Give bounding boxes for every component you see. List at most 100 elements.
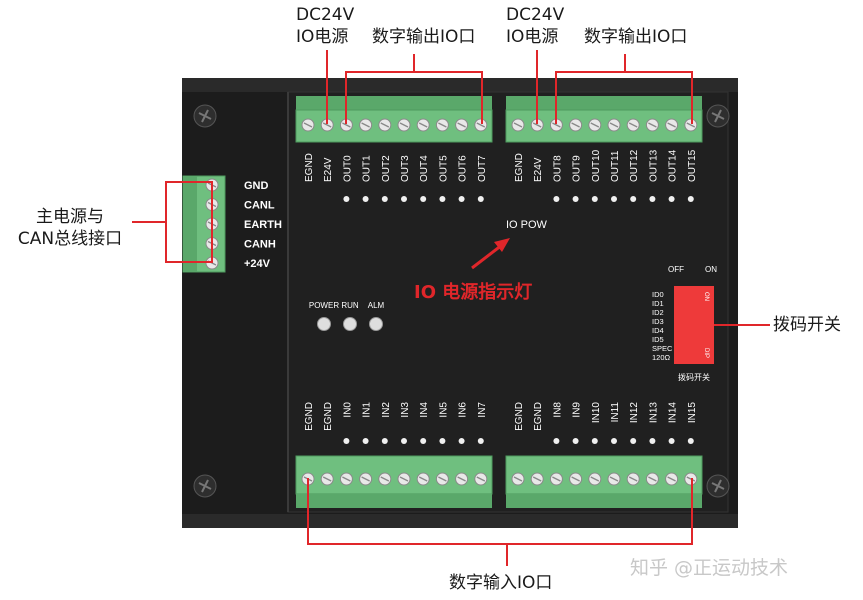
io-led (649, 438, 656, 444)
io-led (401, 438, 407, 444)
pin-label: OUT15 (687, 149, 698, 182)
io-led (458, 438, 465, 444)
screw-slot-icon (457, 122, 466, 128)
dip-row-label: 120Ω (652, 353, 671, 362)
pin-label: EGND (323, 402, 334, 431)
screw-slot-icon (590, 122, 600, 128)
callout-lines (132, 50, 770, 566)
io-led (401, 196, 407, 202)
watermark: 知乎 @正运动技术 (630, 557, 788, 579)
screw-slot-icon (628, 122, 638, 128)
pin-label: EGND (304, 402, 315, 431)
power-pin-label: CANL (244, 200, 275, 212)
io-led (420, 438, 427, 444)
io-led (458, 196, 465, 202)
io-led (362, 196, 369, 202)
screw-slot-icon (532, 476, 542, 482)
pin-label: IN6 (458, 402, 469, 418)
io-led (630, 438, 637, 444)
io-led (381, 438, 388, 444)
arrow-icon (471, 238, 510, 270)
dip-footer-dip: DIP (703, 348, 709, 358)
io-led (343, 438, 350, 444)
pin-label: IN14 (668, 402, 679, 424)
pin-label: IN0 (342, 402, 353, 418)
main-power-line1: 主电源与 (36, 207, 104, 227)
status-led (343, 317, 357, 331)
dc24v-right: DC24V (506, 5, 565, 25)
pin-label: IN7 (477, 402, 488, 418)
main-power-line2: CAN总线接口 (17, 229, 123, 249)
dip-row-label: ID1 (652, 299, 664, 308)
screw-slot-icon (399, 122, 409, 128)
status-led (317, 317, 331, 331)
io-led (611, 438, 617, 444)
io-power-left: IO电源 (296, 27, 349, 47)
io-power-indicator-callout: IO 电源指示灯 (414, 281, 532, 303)
pin-label: OUT7 (477, 155, 488, 182)
pin-label: OUT13 (648, 149, 659, 182)
status-led-label: POWER (309, 301, 339, 310)
io-led (630, 196, 637, 202)
screw-slot-icon (322, 122, 332, 128)
screw-slot-icon (476, 122, 486, 128)
screw-slot-icon (513, 122, 523, 128)
pin-label: OUT0 (342, 155, 353, 182)
screw-slot-icon (571, 476, 580, 482)
io-pow-label: IO POW (506, 219, 548, 231)
screw-icon (706, 474, 730, 498)
dip-on-label: ON (705, 265, 717, 274)
dip-header-on: ON (703, 292, 709, 301)
pin-label: OUT12 (629, 149, 640, 182)
io-led (477, 438, 484, 444)
status-led (369, 317, 383, 331)
dc24v-io-power-left-callout: DC24V IO电源 (296, 4, 354, 48)
screw-slot-icon (648, 122, 657, 128)
dip-caption: 拨码开关 (678, 372, 710, 382)
io-led (553, 438, 560, 444)
screw-slot-icon (399, 476, 409, 482)
pin-label: IN1 (362, 402, 373, 418)
screw-slot-icon (361, 476, 370, 482)
screw-slot-icon (380, 476, 390, 482)
io-led (439, 196, 446, 202)
screw-slot-icon (667, 122, 676, 128)
pin-label: IN13 (648, 402, 659, 424)
power-pin-label: EARTH (244, 219, 282, 231)
io-led (572, 438, 579, 444)
screw-slot-icon (609, 476, 619, 482)
io-led (668, 196, 675, 202)
io-led (591, 438, 598, 444)
screw-slot-icon (476, 476, 486, 482)
pin-label: OUT9 (572, 155, 583, 182)
screw-icon (193, 474, 217, 498)
digital-output-left-callout: 数字输出IO口 (372, 27, 476, 47)
pin-label: OUT4 (419, 155, 430, 182)
pin-label: IN10 (591, 402, 602, 424)
pin-label: IN15 (687, 402, 698, 424)
io-led (668, 438, 675, 444)
digital-input-callout: 数字输入IO口 (449, 573, 553, 593)
screw-slot-icon (609, 122, 619, 128)
pin-label: IN12 (629, 402, 640, 424)
screw-slot-icon (667, 476, 676, 482)
pin-label: OUT6 (458, 155, 469, 182)
screw-slot-icon (342, 122, 351, 128)
screw-icon (193, 104, 217, 128)
dip-row-label: ID0 (652, 290, 664, 299)
pin-label: OUT5 (438, 155, 449, 182)
screw-slot-icon (418, 122, 428, 128)
power-pin-label: GND (244, 180, 269, 192)
dc24v-left: DC24V (296, 5, 355, 25)
pin-label: IN8 (552, 402, 563, 418)
pin-label: OUT10 (591, 149, 602, 182)
io-led (687, 196, 694, 202)
pin-label: OUT2 (381, 155, 392, 182)
pin-label: EGND (304, 153, 315, 182)
dip-switch-callout: 拨码开关 (773, 315, 841, 335)
io-led (649, 196, 656, 202)
io-led (687, 438, 694, 444)
screw-icon (706, 104, 730, 128)
screw-slot-icon (552, 476, 561, 482)
